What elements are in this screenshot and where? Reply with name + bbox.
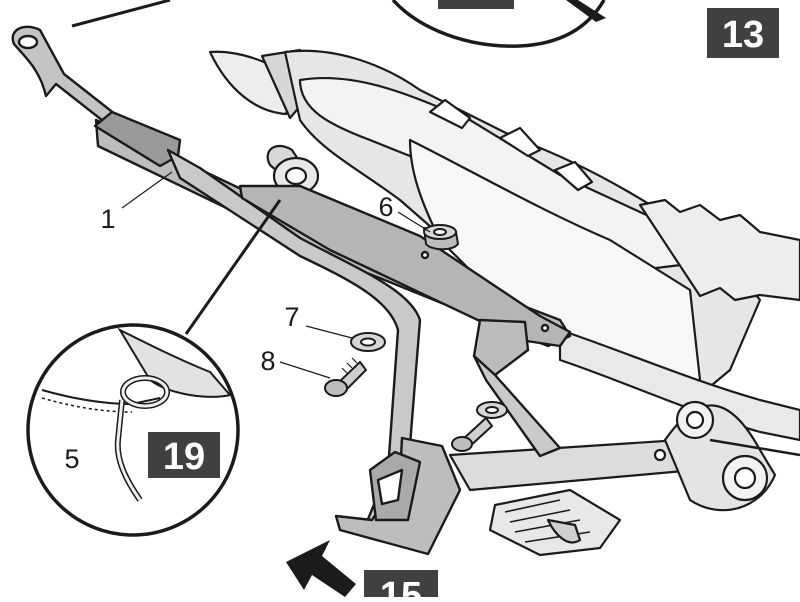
screw-hardware (324, 357, 494, 452)
pannier-frame (11, 25, 572, 556)
part-label-8: 8 (260, 346, 275, 376)
footrest-bracket (448, 400, 800, 557)
step-badge-detail: 19 (148, 432, 220, 478)
detail-connector-line (184, 199, 282, 335)
step-badge-current: 13 (707, 8, 779, 58)
step-badge-detail-label: 19 (163, 436, 205, 478)
washer-hardware (350, 332, 508, 419)
step-badge-next: 15 (364, 570, 438, 602)
part-label-7: 7 (284, 302, 299, 332)
part-label-6: 6 (378, 192, 393, 222)
next-step-arrow-icon (286, 540, 356, 597)
step-badge-current-label: 13 (722, 14, 764, 56)
top-detail-circle (71, 0, 606, 48)
step-badge-next-label: 15 (380, 575, 422, 597)
spacer-hardware (422, 224, 460, 251)
part-label-5: 5 (64, 444, 79, 474)
motorcycle-tail (208, 48, 800, 442)
part-label-1: 1 (100, 204, 115, 234)
detail-circle (26, 323, 240, 537)
